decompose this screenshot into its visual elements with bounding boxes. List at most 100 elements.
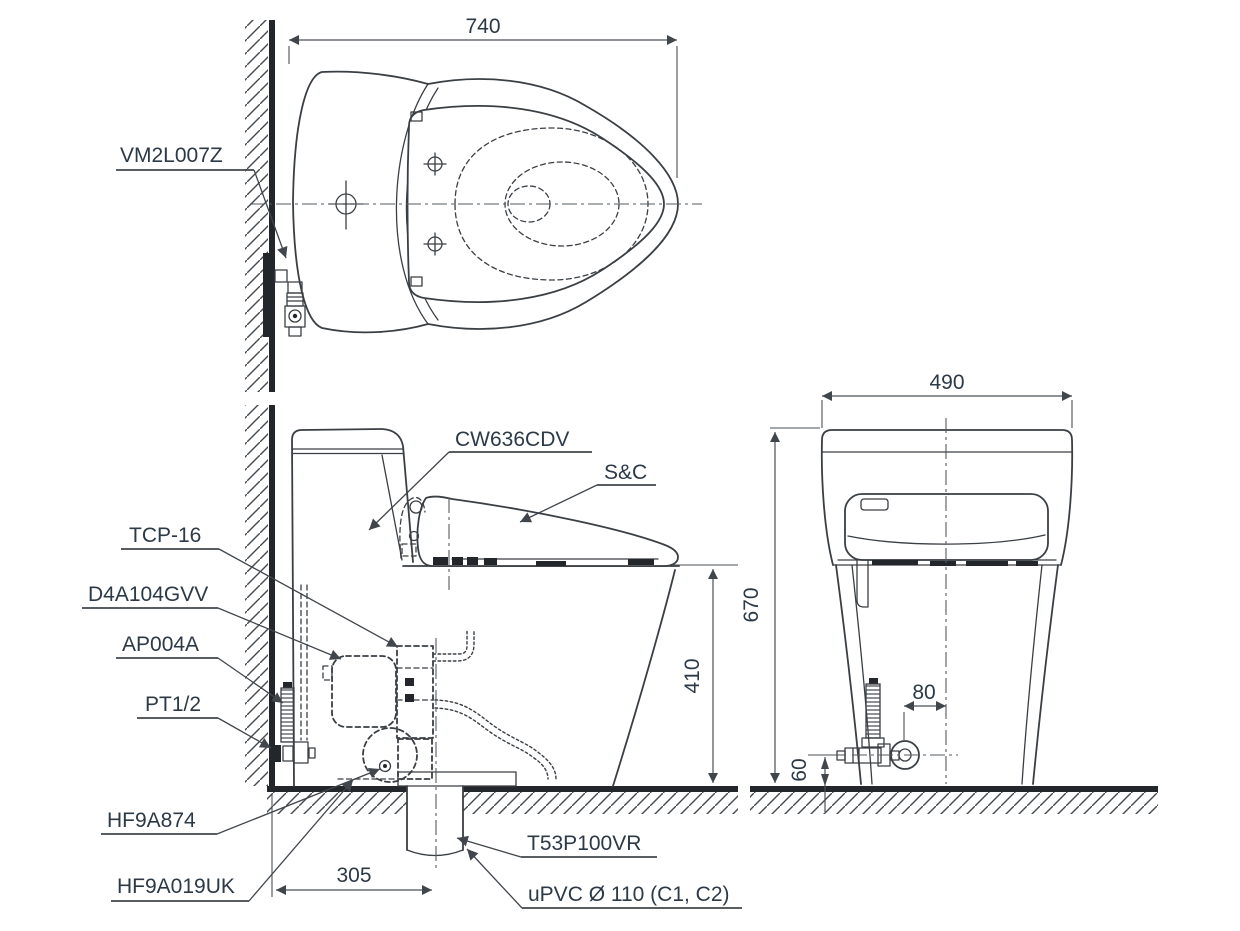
seat-fixing-bolt-right: [423, 232, 447, 256]
part-label: CW636CDV: [455, 428, 569, 451]
part-label: VM2L007Z: [120, 144, 223, 167]
leader-line: [466, 848, 523, 909]
seat-front-panel: [837, 493, 1057, 608]
leader-line: [216, 767, 381, 835]
trapway-curve-hidden: [434, 707, 549, 780]
supply-valve-top-view: [274, 269, 306, 337]
flush-unit-port: [405, 694, 414, 702]
label-seat-cover: S&C: [519, 461, 656, 523]
seat-hinge-hidden-detail: [399, 496, 426, 559]
seat-cover-outline: [416, 495, 679, 567]
hose-top-nut: [869, 678, 878, 684]
seat-cover-side-profile: [416, 495, 679, 567]
floor-line-right: [463, 786, 738, 792]
seal-gasket-circle: [378, 759, 392, 773]
valve-outlet-circle: [288, 309, 302, 323]
flush-unit-hidden: [396, 645, 434, 739]
side-view: 410 305 CW636CDV S&C TCP-16 D4A104GVV: [82, 405, 742, 909]
seat-underside-curve: [847, 534, 1046, 545]
internal-mechanism: [300, 584, 557, 787]
dimension-305: 305: [271, 794, 432, 897]
dimension-arrow-down: [821, 774, 829, 786]
stop-valve-body: [293, 741, 309, 764]
dimension-80: 80: [903, 681, 946, 740]
drain-hose-hook: [856, 559, 869, 608]
label-bowl-model: CW636CDV: [368, 428, 592, 531]
braided-hose: [280, 687, 295, 743]
leader-line: [217, 717, 272, 749]
drain-pipe: [406, 785, 464, 857]
stop-valve-nut: [282, 745, 294, 762]
dimension-670: 670: [740, 427, 820, 783]
leader-line: [368, 451, 450, 531]
front-view: 490 670 80 60: [740, 371, 1158, 814]
dimension-60: 60: [788, 754, 846, 812]
hinge-base-block: [484, 558, 497, 565]
label-supply-connection: PT1/2: [137, 693, 272, 749]
hinge-base-block: [433, 557, 448, 565]
bowl-front-slope: [612, 569, 676, 787]
part-label: TCP-16: [129, 524, 201, 547]
leader-line: [456, 835, 522, 858]
wall-line-side-view: [269, 405, 275, 786]
hose-nut: [861, 737, 885, 748]
label-drain-pipe: uPVC Ø 110 (C1, C2): [466, 848, 742, 909]
dimension-value: 490: [929, 371, 964, 394]
hinge-base-block: [452, 557, 463, 565]
label-drain-socket: T53P100VR: [456, 832, 657, 858]
label-outlet-flange: HF9A019UK: [111, 779, 354, 902]
part-label: HF9A019UK: [117, 875, 235, 898]
trapway-curve-hidden: [434, 699, 557, 780]
pedestal-right-inner: [1021, 564, 1043, 785]
floor-line-left: [267, 786, 407, 792]
seat-bumper-left: [536, 561, 566, 566]
seat-base-block: [930, 561, 956, 566]
leader-line: [217, 607, 342, 660]
fill-valve-collar: [322, 665, 333, 681]
leader-line: [217, 657, 284, 704]
wall-hatching-top-view: [245, 20, 268, 392]
dimension-value: 60: [788, 758, 811, 781]
wall-flange: [273, 745, 281, 762]
part-label: PT1/2: [145, 693, 201, 716]
valve-wall-plate: [263, 253, 274, 337]
hinge-pivot-circle: [409, 500, 423, 514]
stop-valve-outlet: [308, 747, 316, 759]
lid-hinge-tab-bottom: [410, 276, 423, 287]
dimension-490: 490: [821, 371, 1073, 428]
valve-foot: [288, 326, 302, 337]
dimension-value: 80: [912, 681, 935, 704]
part-label: HF9A874: [107, 809, 196, 832]
part-label: uPVC Ø 110 (C1, C2): [528, 883, 730, 906]
seat-base-block: [1016, 561, 1038, 566]
fill-valve-hidden: [331, 655, 397, 728]
part-label: T53P100VR: [527, 832, 641, 855]
toilet-front-outline: [820, 429, 1074, 785]
dimension-value: 410: [681, 658, 704, 693]
valve-outlet-dot: [292, 313, 298, 319]
hinge-bolt-circle: [408, 530, 420, 542]
seat-indicator: [860, 498, 889, 511]
flush-unit-port: [405, 678, 414, 686]
floor-hatching-left: [267, 792, 407, 814]
tank-outline: [291, 428, 414, 787]
pedestal-right-outer: [1032, 564, 1059, 785]
dimension-410: 410: [672, 564, 738, 783]
seat-base-block: [872, 560, 918, 565]
dimension-arrow-up: [821, 757, 829, 769]
part-label: S&C: [604, 461, 647, 484]
leader-line: [253, 169, 288, 259]
top-view: 740 VM2L007Z: [116, 15, 702, 392]
braided-hose: [865, 683, 881, 739]
tank-bowl-seam-outer: [395, 83, 429, 325]
trap-elbow-hidden: [362, 727, 418, 783]
pipe-open-end: [406, 849, 464, 857]
lid-hinge-tab-top: [410, 111, 423, 122]
part-label: AP004A: [122, 633, 199, 656]
hose-top-nut: [283, 682, 292, 688]
overflow-tube-hidden: [432, 630, 475, 662]
label-flush-unit: TCP-16: [121, 524, 399, 648]
seal-gasket-dot: [383, 764, 387, 768]
